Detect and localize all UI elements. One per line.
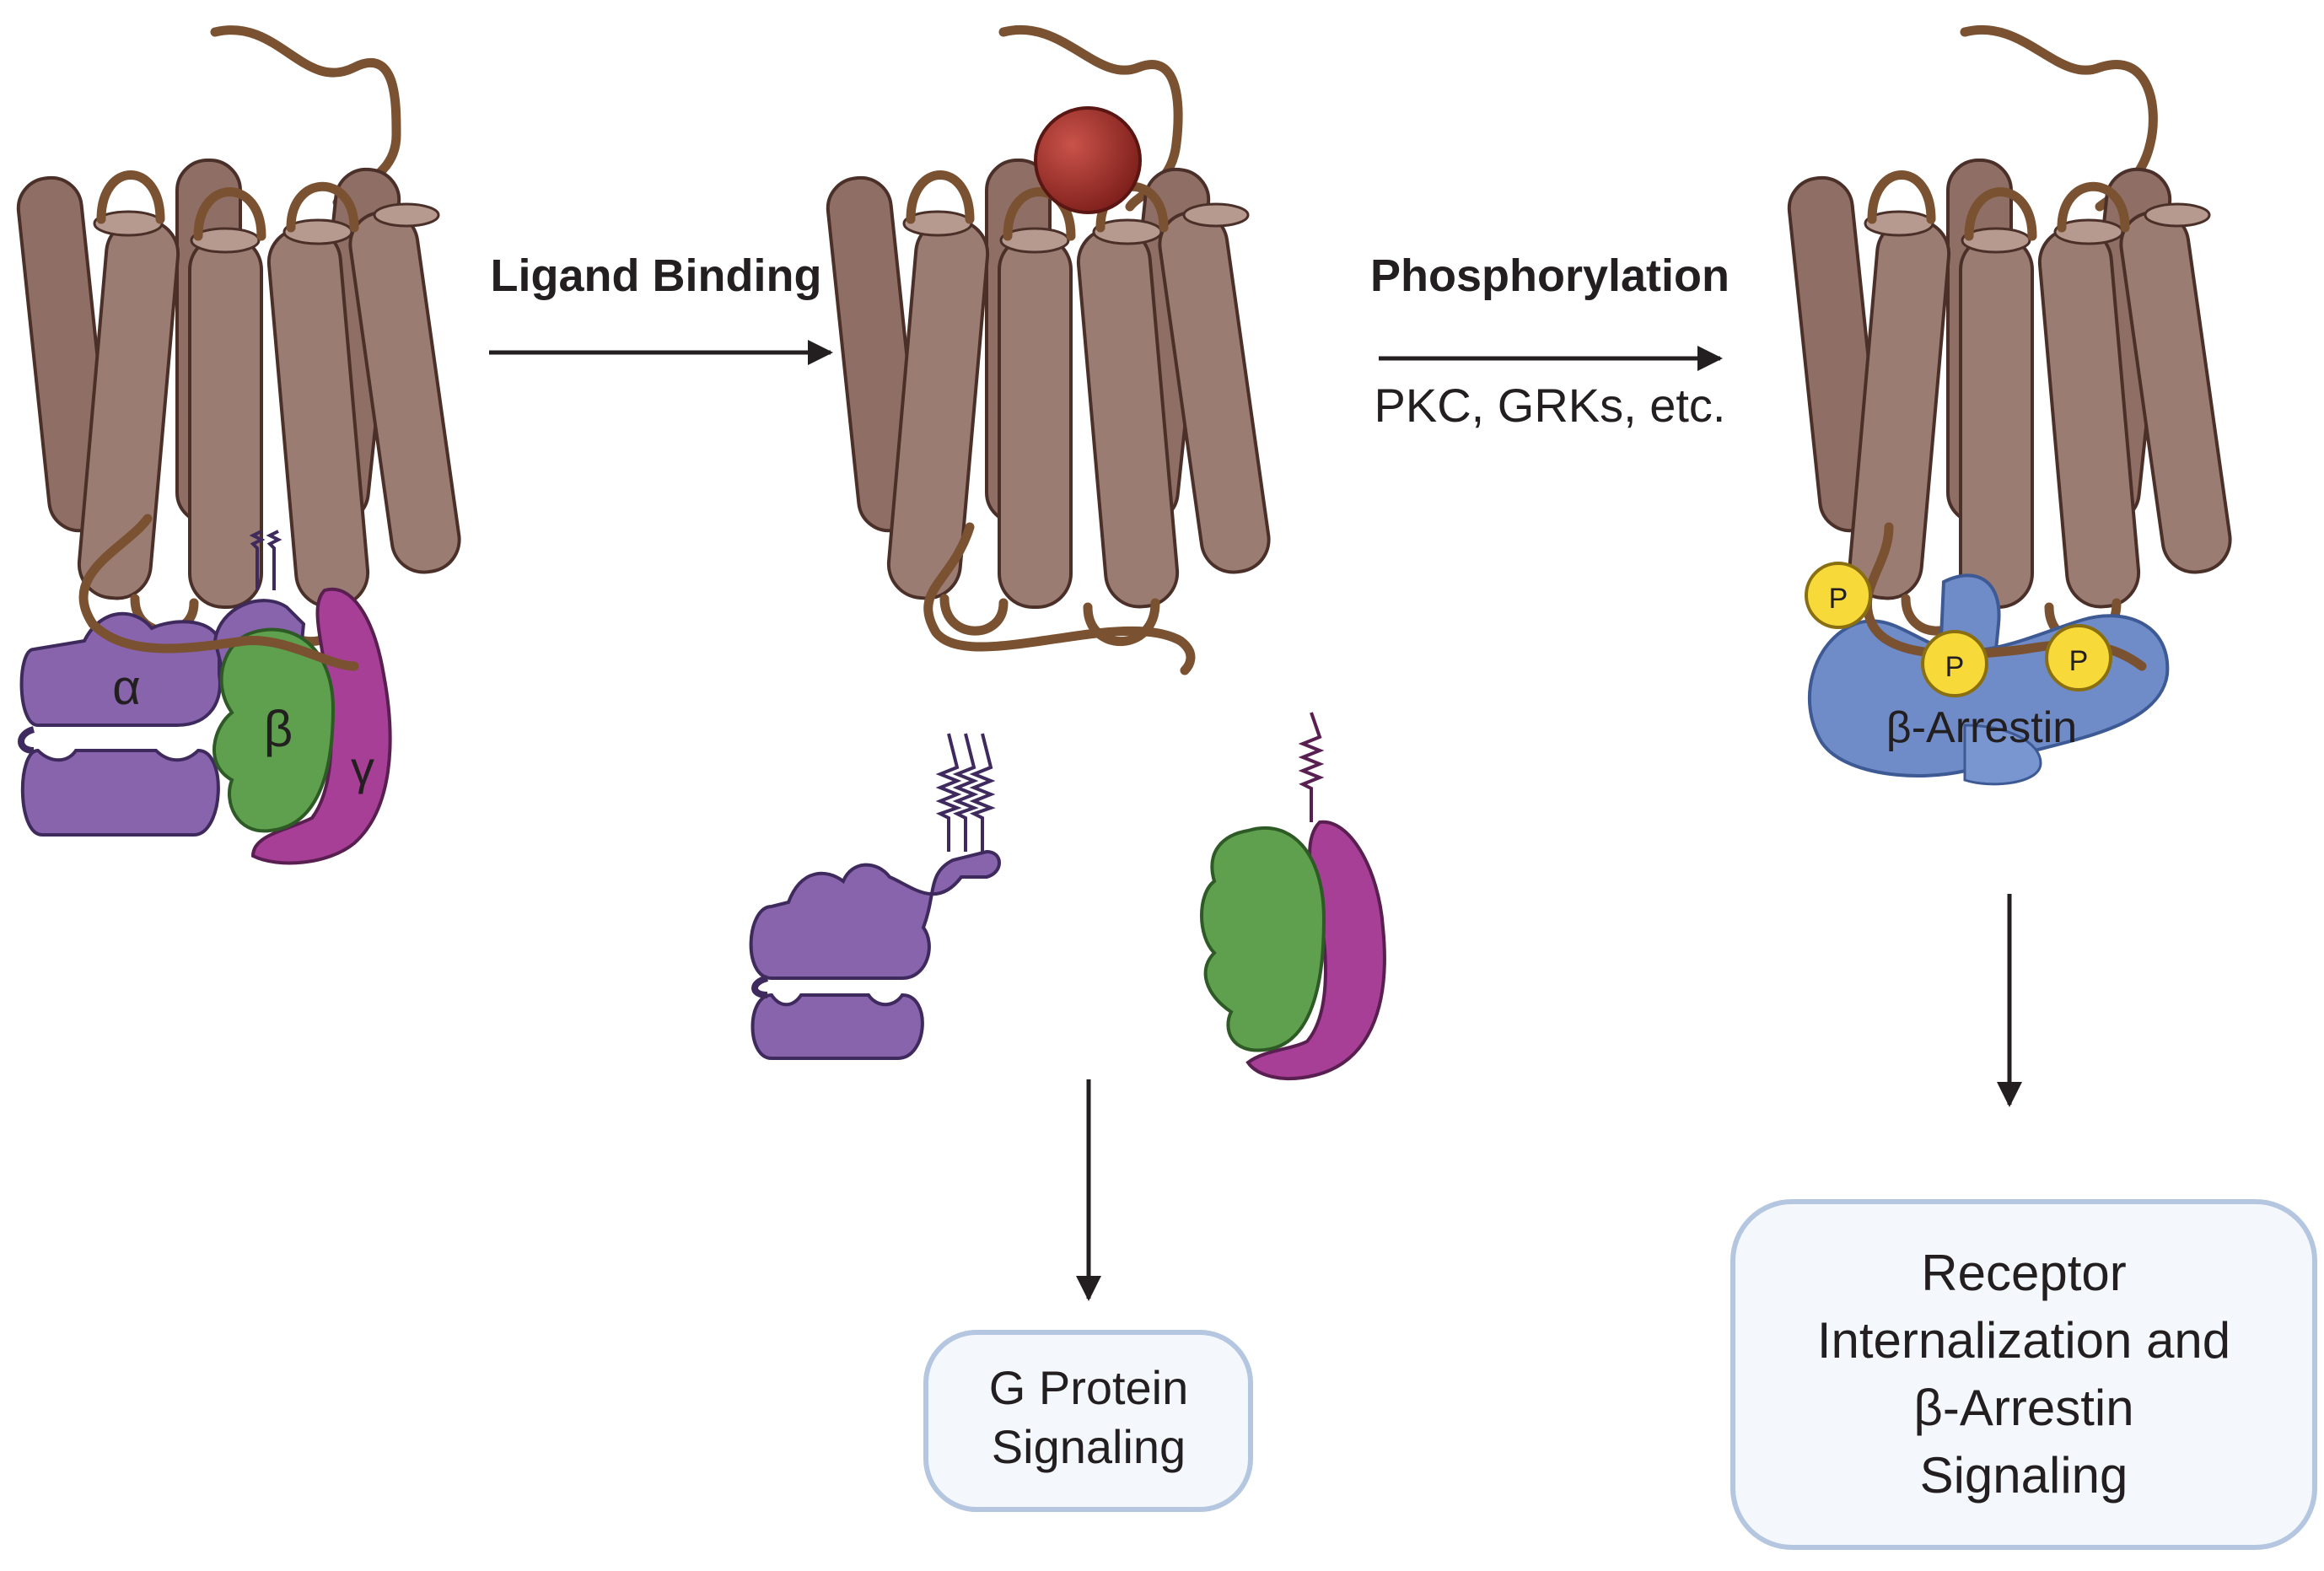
free-g-beta-gamma <box>1200 712 1386 1081</box>
beta-label: β <box>264 701 293 757</box>
g-protein-line-2: Signaling <box>992 1420 1186 1473</box>
receptor-inactive <box>15 160 463 642</box>
g-alpha-subunit: α <box>18 599 306 837</box>
ligand-binding-step: Ligand Binding <box>489 250 833 365</box>
phosphate-1 <box>1805 562 1872 629</box>
g-protein-signaling-box: G Protein Signaling <box>923 1330 1253 1512</box>
free-g-alpha <box>749 733 1001 1060</box>
ligand-sphere <box>1034 106 1142 214</box>
phosphate-2-label: P <box>1945 651 1965 683</box>
active-receptor-panel <box>749 25 1386 1081</box>
phosphorylation-label: Phosphorylation <box>1370 250 1730 301</box>
kinases-label: PKC, GRKs, etc. <box>1374 379 1726 432</box>
arrestin-label: β-Arrestin <box>1886 703 2077 752</box>
phosphate-2 <box>1921 630 1988 697</box>
internalization-line-1: Receptor <box>1921 1245 2126 1301</box>
phosphorylation-step: Phosphorylation PKC, GRKs, etc. <box>1370 250 1730 432</box>
arrestin-receptor-panel: β-Arrestin P P P <box>1786 25 2234 786</box>
phosphate-3 <box>2045 624 2112 691</box>
c-terminus-tail <box>78 514 359 671</box>
g-beta-subunit: β <box>212 627 336 833</box>
phosphate-1-label: P <box>1829 583 1848 615</box>
alpha-label: α <box>112 660 141 715</box>
internalization-line-3: β-Arrestin <box>1913 1380 2133 1436</box>
ligand-binding-label: Ligand Binding <box>491 250 822 301</box>
inactive-receptor-panel: α γ β <box>15 25 463 865</box>
g-protein-line-1: G Protein <box>989 1361 1189 1414</box>
receptor-active <box>825 160 1272 642</box>
lipid-anchors <box>249 530 282 590</box>
internalization-box: Receptor Internalization and β-Arrestin … <box>1730 1199 2317 1550</box>
c-terminus-tail-active <box>923 522 1196 675</box>
internalization-line-4: Signaling <box>1920 1447 2128 1504</box>
gamma-label: γ <box>351 741 374 794</box>
internalization-line-2: Internalization and <box>1817 1312 2230 1369</box>
phosphate-3-label: P <box>2069 645 2089 677</box>
phosphate-groups: P P P <box>1805 562 2112 697</box>
